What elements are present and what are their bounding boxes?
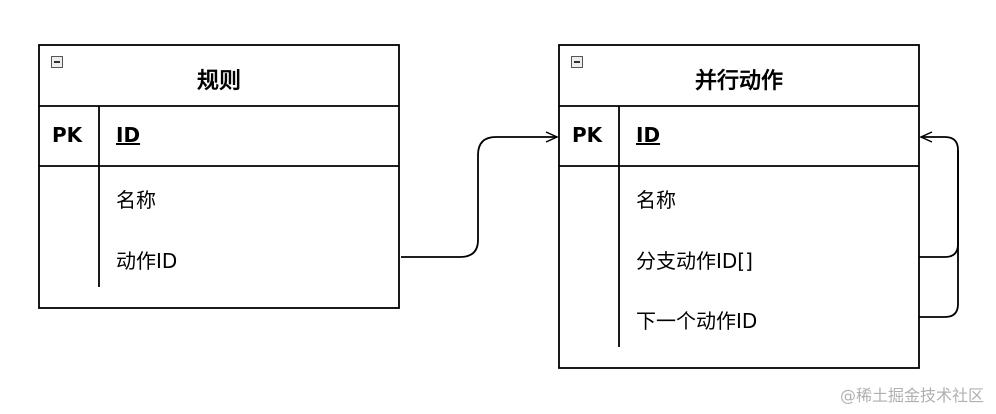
entity-parallel-action-key-field: ID (636, 123, 661, 147)
entity-rule-field-action-id: 动作ID (116, 249, 178, 273)
entity-parallel-action-field-name: 名称 (636, 188, 676, 212)
entity-rule-key-field: ID (116, 123, 141, 147)
entity-parallel-action-field-next-id: 下一个动作ID (636, 309, 758, 333)
entity-rule (38, 44, 400, 309)
entity-parallel-action-pk-label: PK (572, 123, 603, 147)
entity-rule-field-name: 名称 (116, 188, 156, 212)
watermark: @稀土掘金技术社区 (839, 386, 984, 405)
relation-branch-to-id (919, 131, 959, 258)
entity-parallel-action (558, 44, 920, 369)
relation-rule-to-action (401, 131, 559, 258)
collapse-icon[interactable] (571, 56, 583, 68)
entity-parallel-action-title: 并行动作 (694, 69, 783, 94)
entity-parallel-action-field-branch-ids: 分支动作ID[] (636, 249, 753, 273)
entity-rule-title: 规则 (196, 69, 241, 94)
relation-next-to-id (919, 150, 959, 318)
collapse-icon[interactable] (51, 56, 63, 68)
entity-rule-pk-label: PK (52, 123, 83, 147)
